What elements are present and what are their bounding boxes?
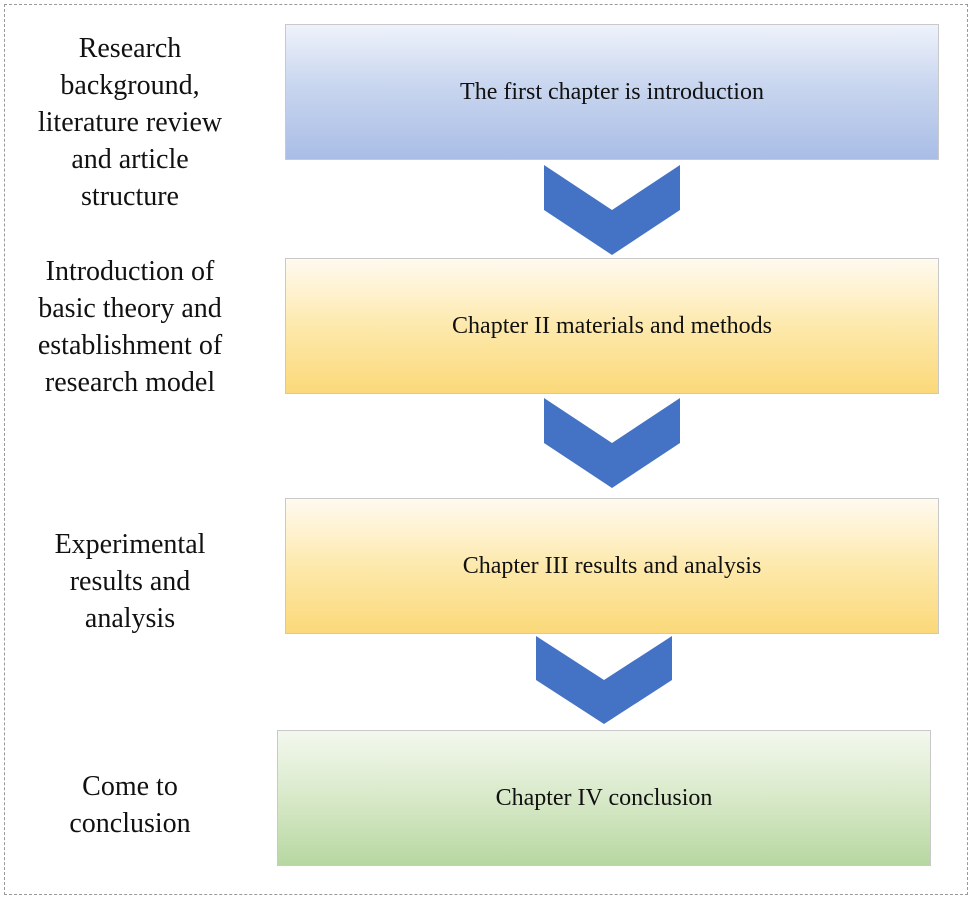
chevron-shape xyxy=(536,636,672,724)
down-chevron-arrow-1 xyxy=(544,165,680,255)
chapter-label: Chapter II materials and methods xyxy=(452,312,772,339)
side-label-basic-theory: Introduction of basic theory and establi… xyxy=(37,256,223,398)
chapter-box-conclusion: Chapter IV conclusion xyxy=(277,730,931,866)
side-label-conclusion: Come to conclusion xyxy=(69,771,191,839)
chapter-box-materials-methods: Chapter II materials and methods xyxy=(285,258,939,394)
side-label-research-background: Research background, literature review a… xyxy=(37,33,223,212)
chapter-label: The first chapter is introduction xyxy=(460,78,764,105)
diagram-frame xyxy=(4,4,968,895)
chapter-box-results-analysis: Chapter III results and analysis xyxy=(285,498,939,634)
chapter-label: Chapter III results and analysis xyxy=(462,552,762,579)
side-label-experimental-results: Experimental results and analysis xyxy=(54,529,206,634)
chapter-box-introduction: The first chapter is introduction xyxy=(285,24,939,160)
chapter-label: Chapter IV conclusion xyxy=(495,784,713,811)
chevron-shape xyxy=(544,165,680,255)
down-chevron-arrow-3 xyxy=(536,636,672,724)
down-chevron-arrow-2 xyxy=(544,398,680,488)
chevron-shape xyxy=(544,398,680,488)
